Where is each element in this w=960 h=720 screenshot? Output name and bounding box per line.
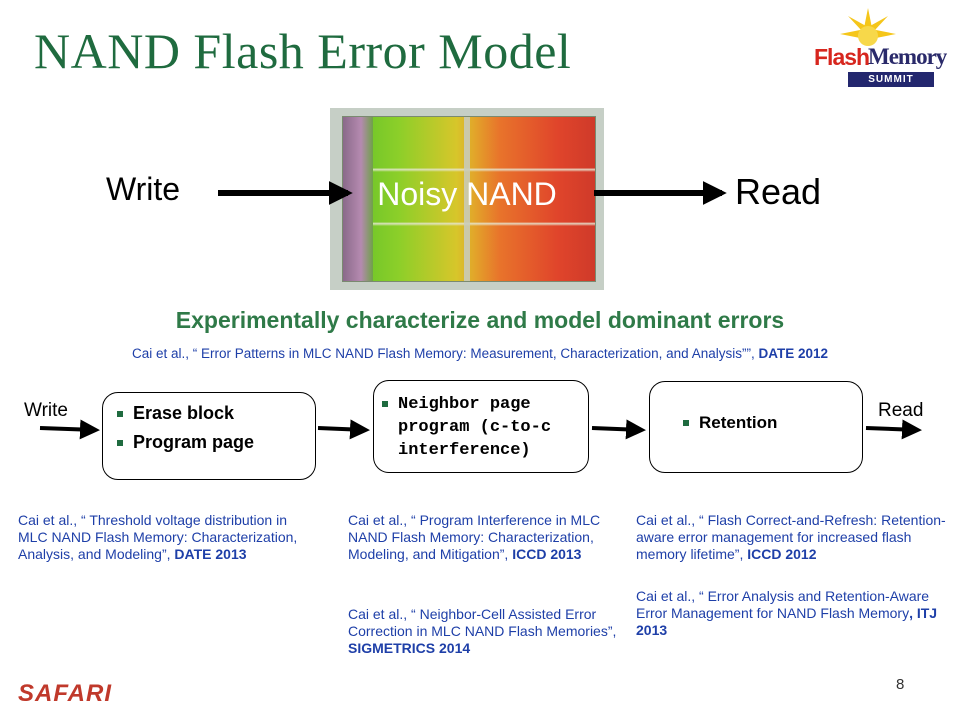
ref-venue: ICCD 2013 xyxy=(512,546,582,562)
main-citation-venue: DATE 2012 xyxy=(758,346,828,361)
stage1-to-stage2-arrow xyxy=(317,419,370,440)
stage-item-program-page: Program page xyxy=(117,432,315,453)
reference-threshold-voltage: Cai et al., “ Threshold voltage distribu… xyxy=(18,512,318,563)
ref-text: Cai et al., “ Threshold voltage distribu… xyxy=(18,512,298,562)
logo-memory-text: Memory xyxy=(868,44,947,69)
safari-logo: SAFARI xyxy=(18,680,113,707)
ref-text: Cai et al., “ Neighbor-Cell Assisted Err… xyxy=(348,606,617,639)
noisy-nand-label: Noisy NAND xyxy=(377,176,557,212)
flow-write-arrow xyxy=(39,419,100,440)
slide-title: NAND Flash Error Model xyxy=(34,23,572,79)
sunburst-icon xyxy=(840,8,896,46)
logo-flash-text: Flash xyxy=(814,44,870,70)
stage-item-retention: Retention xyxy=(683,413,862,433)
ref-venue: ICCD 2012 xyxy=(747,546,817,562)
reference-flash-correct-refresh: Cai et al., “ Flash Correct-and-Refresh:… xyxy=(636,512,956,563)
stage-neighbor-program: Neighbor page program (c-to-c interferen… xyxy=(373,380,589,473)
ref-venue: SIGMETRICS 2014 xyxy=(348,640,471,656)
page-number: 8 xyxy=(896,676,905,693)
ref-text: Cai et al., “ Flash Correct-and-Refresh:… xyxy=(636,512,946,562)
flow-read-arrow xyxy=(865,419,922,440)
flow-write-label: Write xyxy=(24,400,68,421)
ref-text: Cai et al., “ Program Interference in ML… xyxy=(348,512,601,562)
flow-read-label: Read xyxy=(878,400,924,421)
reference-error-analysis-retention: Cai et al., “ Error Analysis and Retenti… xyxy=(636,588,956,639)
stage-erase-program: Erase block Program page xyxy=(102,392,316,480)
reference-neighbor-cell: Cai et al., “ Neighbor-Cell Assisted Err… xyxy=(348,606,618,657)
slide-subtitle: Experimentally characterize and model do… xyxy=(175,307,785,333)
main-citation: Cai et al., “ Error Patterns in MLC NAND… xyxy=(0,346,960,361)
flash-memory-summit-logo: Flash Memory SUMMIT xyxy=(810,6,950,98)
ref-text: Cai et al., “ Error Analysis and Retenti… xyxy=(636,588,930,621)
ref-venue: DATE 2013 xyxy=(174,546,247,562)
logo-summit-text: SUMMIT xyxy=(848,72,934,87)
top-read-label: Read xyxy=(735,171,822,212)
nand-chip-image xyxy=(330,108,604,290)
ref-venue: , ITJ 2013 xyxy=(636,605,938,638)
nand-die xyxy=(342,116,596,282)
reference-program-interference: Cai et al., “ Program Interference in ML… xyxy=(348,512,618,563)
stage-item-erase-block: Erase block xyxy=(117,403,315,424)
stage-retention: Retention xyxy=(649,381,863,473)
stage2-to-stage3-arrow xyxy=(591,419,646,440)
main-citation-text: Cai et al., “ Error Patterns in MLC NAND… xyxy=(132,346,759,361)
stage-item-neighbor-program: Neighbor page program (c-to-c interferen… xyxy=(382,393,588,462)
top-write-label: Write xyxy=(106,171,181,207)
